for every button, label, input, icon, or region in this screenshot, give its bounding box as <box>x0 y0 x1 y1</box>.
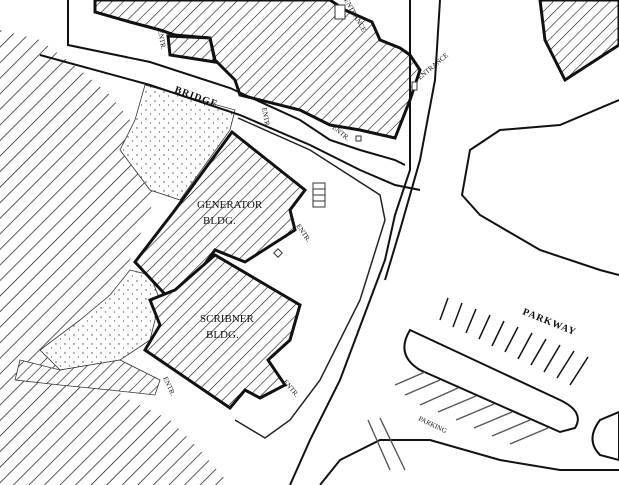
entr-label-north-building: ENTR. <box>156 29 167 50</box>
parking-stalls-south <box>367 371 549 471</box>
parking-stalls-north <box>439 297 589 386</box>
inner-courtyard-outline <box>234 117 386 439</box>
small-markers <box>273 4 418 258</box>
parkway-label: PARKWAY <box>521 307 578 339</box>
generator-building-label-line2: BLDG. <box>203 215 236 227</box>
generator-building <box>133 129 308 308</box>
bridge-road-south-edge <box>39 54 421 191</box>
main-road-east-edge <box>384 0 441 281</box>
parking-island <box>403 328 579 434</box>
north-building <box>93 0 422 140</box>
scribner-building-label-line2: BLDG. <box>206 329 239 341</box>
parking-label: PARKING <box>417 415 448 436</box>
east-drive-outline <box>460 99 619 276</box>
bridge-road-north-edge <box>67 0 406 166</box>
hatched-strip-southwest <box>14 359 161 396</box>
generator-building-label-line1: GENERATOR <box>197 199 263 211</box>
scribner-building-label-line1: SCRIBNER <box>200 313 254 325</box>
entr-label-generator: ENTR. <box>294 223 312 244</box>
parking-island-east <box>591 410 619 462</box>
north-building-annex <box>166 34 217 64</box>
entrance-label-east: ENTRANCE <box>416 51 450 81</box>
northeast-hatched-block <box>538 0 619 83</box>
entr-label-scribner-west: ENTR. <box>161 375 177 397</box>
main-road-west-edge <box>289 0 411 485</box>
entr-label-scribner-east: ENTR. <box>281 378 300 399</box>
scribner-building <box>142 253 302 411</box>
parking-lot-outline <box>319 439 619 485</box>
entr-label-bridge: ENTR. <box>260 107 271 128</box>
